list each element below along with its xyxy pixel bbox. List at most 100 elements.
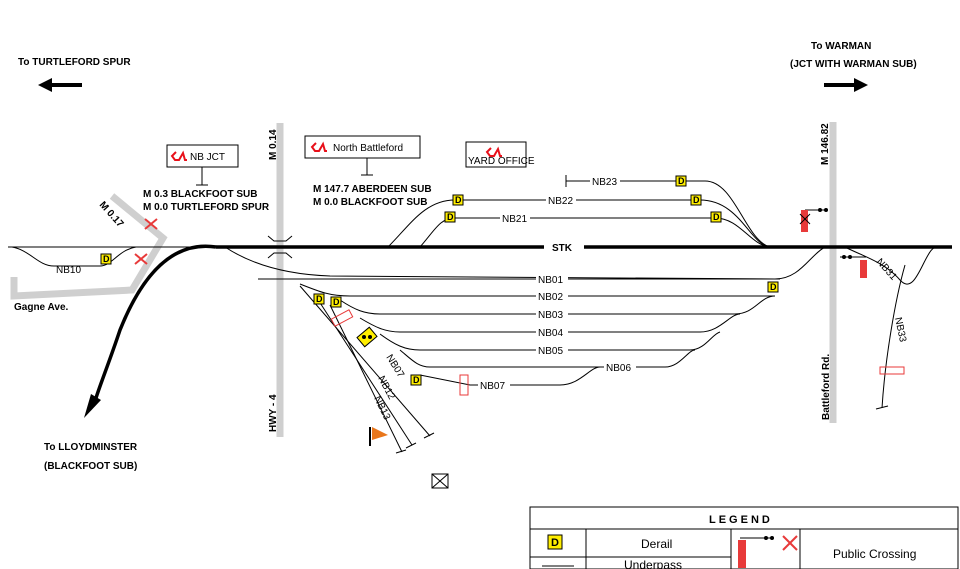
yard-lead-track [224,246,826,280]
north-battleford-milepost-2: M 0.0 BLACKFOOT SUB [313,197,427,208]
nb33-track [881,264,906,409]
derail-icon [452,194,464,206]
private-crossing-icon [879,366,905,375]
derail-symbol: D [316,294,323,304]
legend-derail-label: Derail [641,537,672,551]
lloydminster-arrow-icon [84,394,101,418]
blackfoot-sub-track [94,244,217,399]
crossing-signal-icon [840,255,867,278]
derail-symbol: D [413,375,420,385]
derail-icon [100,253,112,265]
nb07-label: NB07 [480,381,505,392]
derail-symbol: D [693,195,700,205]
derail-icon [690,194,702,206]
switch-stand-icon [356,326,378,348]
derail-icon [767,281,779,293]
crossing-marks [134,208,905,396]
nb03-label: NB03 [538,310,563,321]
nb06-track [399,349,696,368]
hwy4-label: HWY - 4 [268,394,279,432]
left-arrow-icon [38,78,82,92]
stk-label: STK [552,243,573,254]
warman-junction-label: (JCT WITH WARMAN SUB) [790,59,917,70]
derail-icon [710,211,722,223]
nb07-spur-track [299,285,431,437]
nb12-track [314,294,413,446]
private-crossing-icon [459,374,469,396]
lloydminster-direction-label: To LLOYDMINSTER [44,442,138,453]
warman-direction-label: To WARMAN [811,41,871,52]
flag-icon [369,427,388,446]
nb07-track [419,366,601,386]
nb23-track [566,180,771,248]
nb10-track [11,246,137,267]
box-cross-icon [431,473,449,489]
derail-markers: D D D D D D D D D D [100,175,779,386]
nb05-label: NB05 [538,346,563,357]
derail-icon [410,374,422,386]
derail-symbol: D [770,282,777,292]
derail-icon [313,293,325,305]
nb22-label: NB22 [548,196,573,207]
nb-jct-milepost-1: M 0.3 BLACKFOOT SUB [143,189,257,200]
nb22-track [387,199,771,248]
nb13-track [329,304,403,453]
derail-symbol: D [713,212,720,222]
nb10-label: NB10 [56,265,81,276]
north-battleford-name: North Battleford [333,143,403,154]
nb-jct-milepost-2: M 0.0 TURTLEFORD SPUR [143,202,270,213]
private-crossing-icon [330,309,354,327]
derail-icon [330,296,342,308]
underpass-icon [267,235,293,259]
legend-crossing-icon [738,535,798,568]
legend-derail-icon [547,534,563,550]
nb33-label: NB33 [892,316,908,343]
legend: LEGEND D Derail Underpass Public Crossin… [529,506,959,569]
cn-logo-icon [310,141,327,152]
derail-icon [444,211,456,223]
nb33-bumper [875,405,889,410]
derail-symbol: D [333,297,340,307]
public-crossing-icon [134,218,158,265]
nb-jct-station: NB JCT [166,144,239,168]
crossing-signal-icon [799,208,828,232]
derail-icon [675,175,687,187]
north-battleford-station: North Battleford [304,135,421,159]
nb31-track [844,246,941,285]
nb02-label: NB02 [538,292,563,303]
gagne-ave-label: Gagne Ave. [14,302,68,313]
gagne-ave-road [10,193,168,300]
nb31-label: NB31 [874,257,899,283]
derail-symbol: D [455,195,462,205]
legend-title: LEGEND [709,514,773,526]
nb21-label: NB21 [502,214,527,225]
legend-underpass-label: Underpass [624,558,682,569]
right-arrow-icon [824,78,868,92]
north-battleford-milepost-1: M 147.7 ABERDEEN SUB [313,184,432,195]
nb06-label: NB06 [606,363,631,374]
turtleford-direction-label: To TURTLEFORD SPUR [18,57,131,68]
nb07-spur-bumper [423,432,435,439]
yard-office-name: YARD OFFICE [468,156,535,167]
nb12-bumper [405,442,417,449]
derail-symbol: D [447,212,454,222]
cn-logo-icon [485,146,502,157]
battleford-road-label: Battleford Rd. [821,354,832,420]
derail-symbol: D [678,176,685,186]
nb-jct-name: NB JCT [190,152,225,163]
legend-derail-symbol: D [551,537,559,549]
stk-label-bg [544,240,584,253]
legend-public-crossing-label: Public Crossing [833,547,916,561]
nb04-label: NB04 [538,328,563,339]
nb01-label: NB01 [538,275,563,286]
milepost-14682-label: M 146.82 [820,123,831,165]
cn-logo-icon [170,150,187,161]
milepost-014-label: M 0.14 [268,129,279,160]
nb23-label: NB23 [592,177,617,188]
nb02-track [299,283,775,297]
yard-office-station: YARD OFFICE [465,141,535,168]
derail-symbol: D [103,254,110,264]
nb13-bumper [395,449,407,454]
blackfoot-sub-label: (BLACKFOOT SUB) [44,461,137,472]
